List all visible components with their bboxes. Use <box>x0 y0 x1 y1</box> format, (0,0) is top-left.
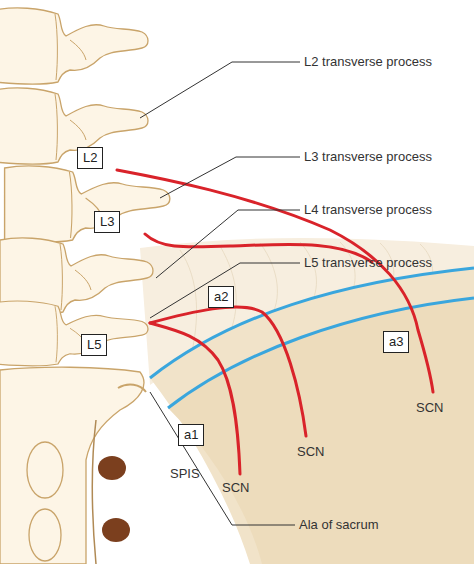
sacral-segment <box>27 442 63 498</box>
superior-cluneal-nerves <box>117 170 433 474</box>
box-text: L5 <box>87 337 101 352</box>
lumbar-spine <box>0 8 170 366</box>
box-text: L3 <box>100 214 114 229</box>
spis-mark <box>118 385 146 392</box>
nerve-label: SCN <box>297 444 324 460</box>
part-label: L5 transverse process <box>304 255 432 271</box>
box-text: a3 <box>389 334 403 349</box>
boxed-label: L5 <box>81 334 107 356</box>
boxed-label: a3 <box>383 331 409 353</box>
part-label: L3 transverse process <box>304 149 432 165</box>
nerve-label: SCN <box>416 400 443 416</box>
leader-lines <box>140 62 300 525</box>
part-label: L4 transverse process <box>304 202 432 218</box>
part-label: SPIS <box>170 466 200 482</box>
sacral-segment <box>29 509 61 561</box>
boxed-label: a2 <box>208 286 234 308</box>
sacral-border <box>92 420 96 564</box>
part-label: L2 transverse process <box>304 54 432 70</box>
box-text: a2 <box>214 289 228 304</box>
part-label: Ala of sacrum <box>299 517 378 533</box>
sacral-foramen <box>102 518 130 542</box>
box-text: L2 <box>83 150 97 165</box>
sacrum <box>0 367 144 564</box>
ilium <box>150 268 474 564</box>
sacral-foramen <box>98 456 126 480</box>
boxed-label: a1 <box>178 424 204 446</box>
nerve-label: SCN <box>222 480 249 496</box>
boxed-label: L3 <box>94 211 120 233</box>
box-text: a1 <box>184 427 198 442</box>
boxed-label: L2 <box>77 147 103 169</box>
